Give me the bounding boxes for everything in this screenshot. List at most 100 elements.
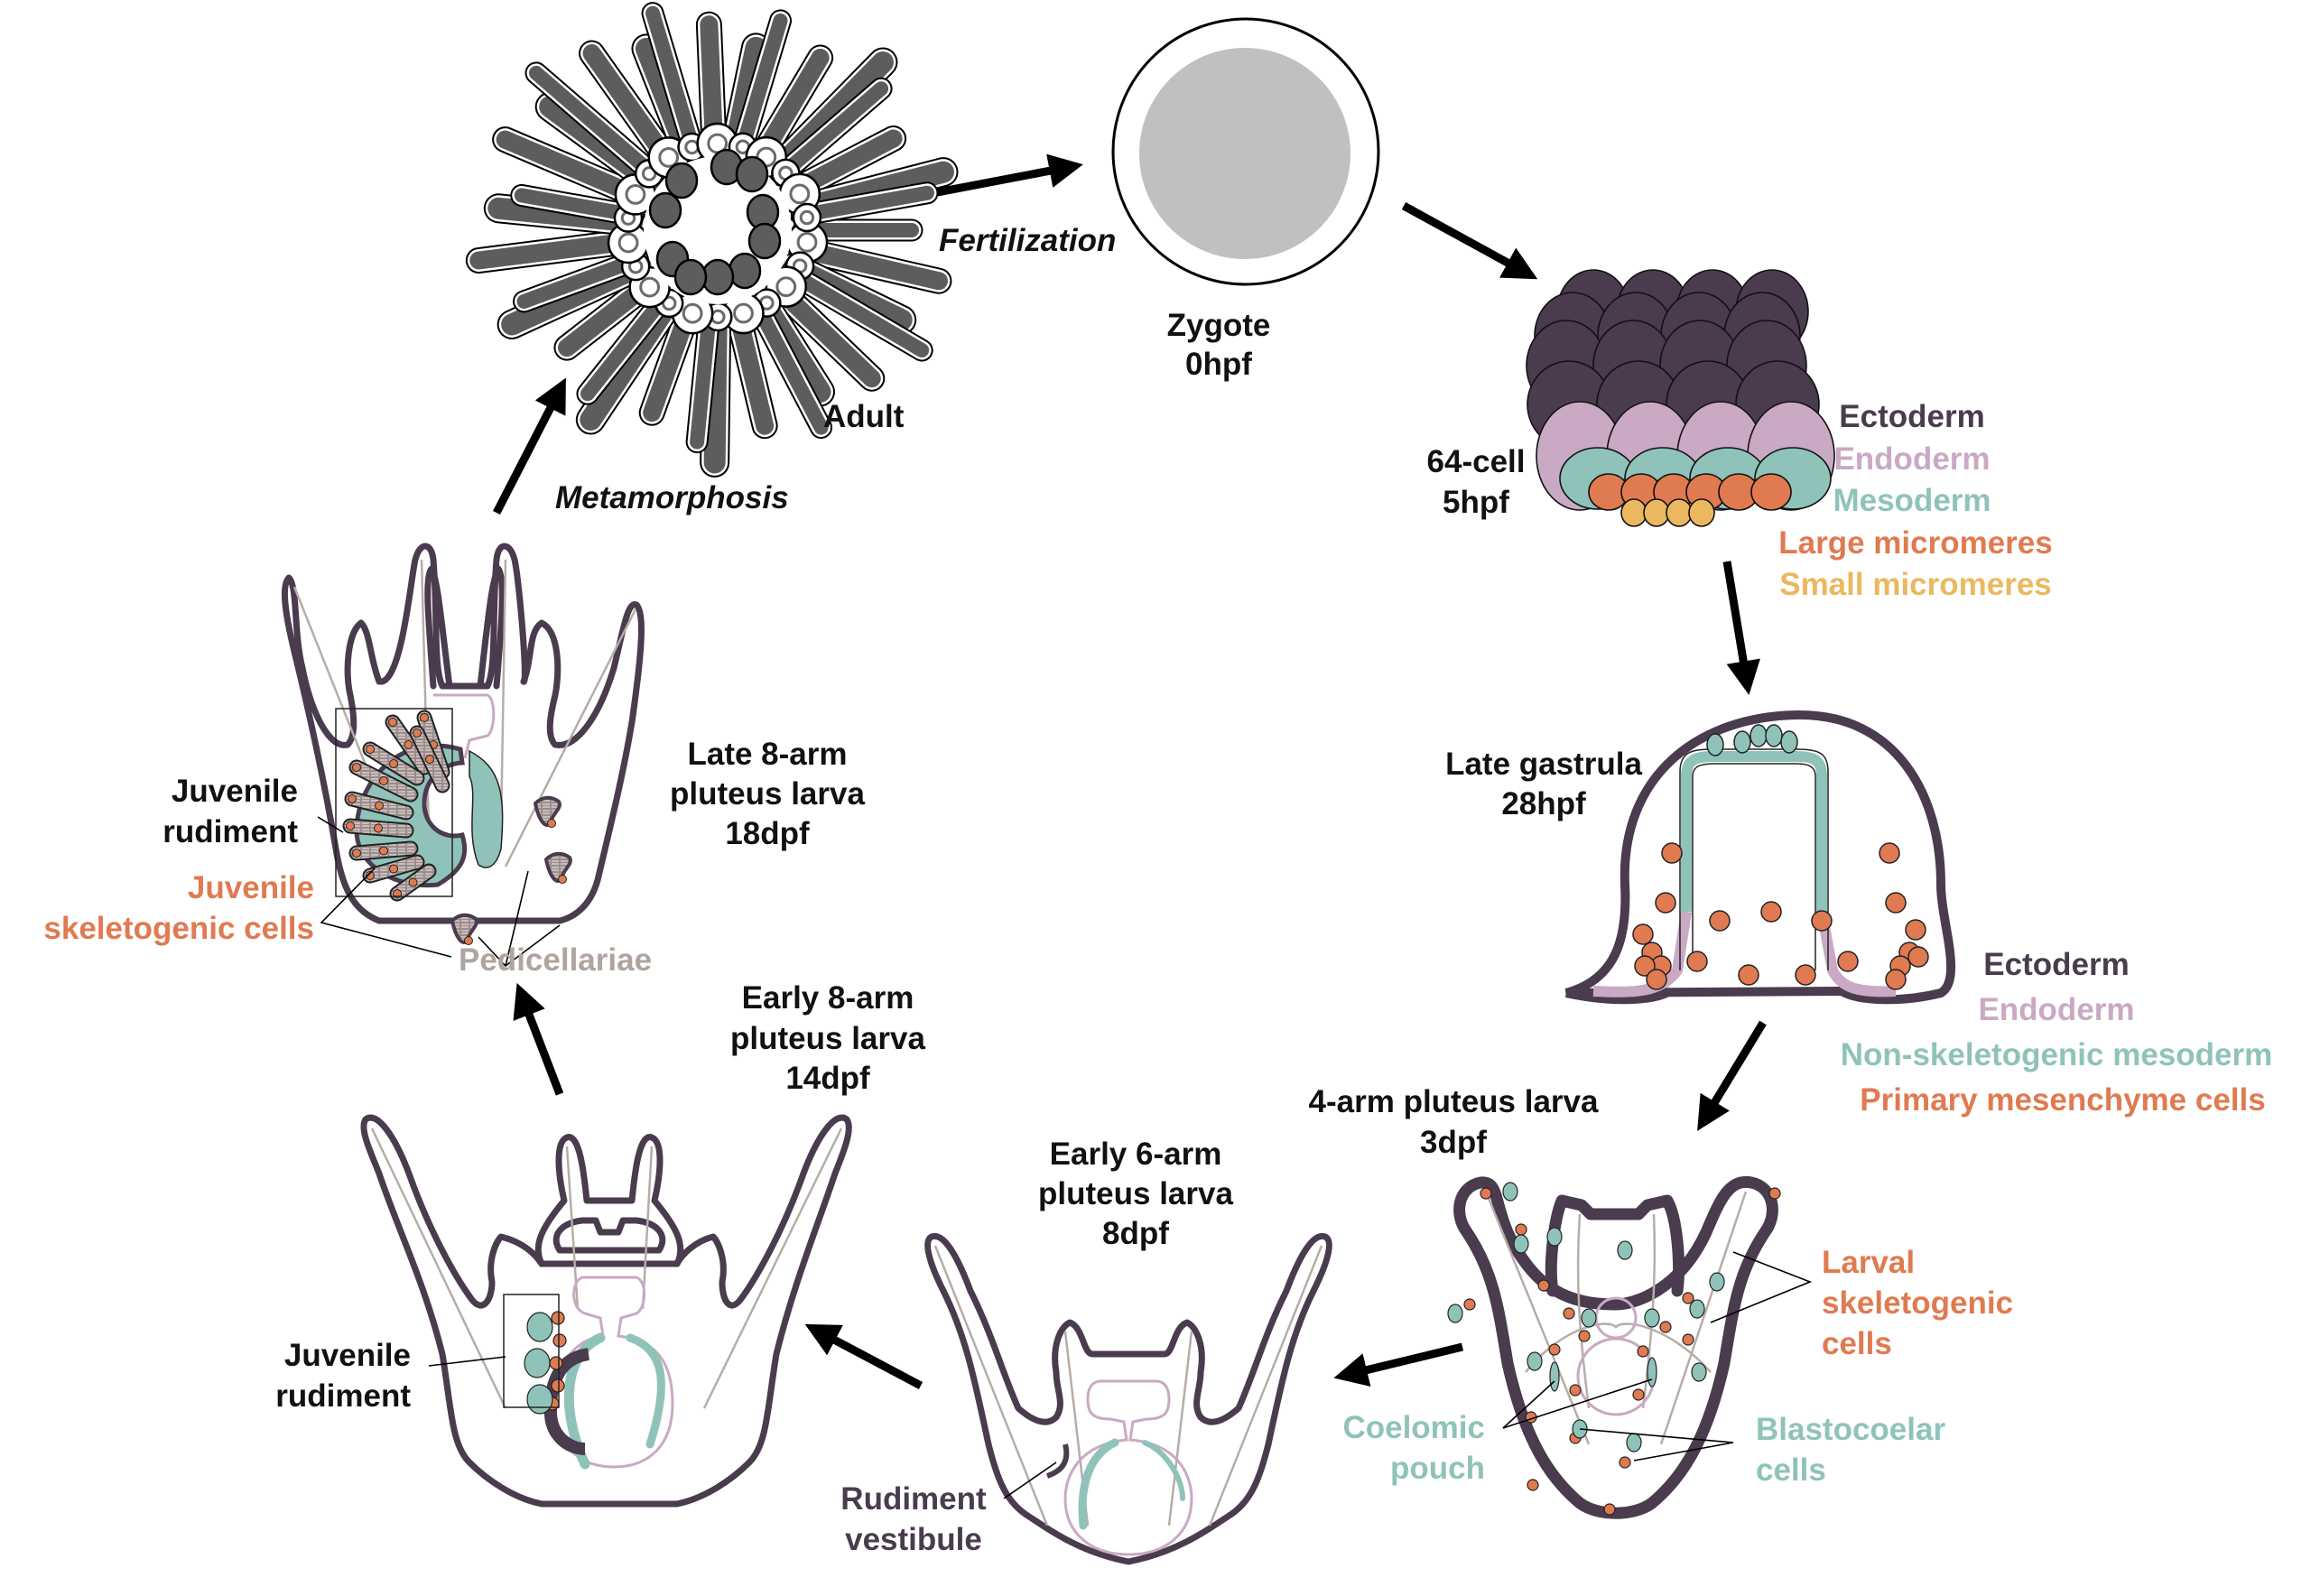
hydrocoel-lobe (526, 1312, 553, 1342)
arm6-gut (1063, 1379, 1193, 1556)
larval-skeletogenic-line1: Larval (1822, 1245, 1915, 1280)
larval-skeletogenic-cell (1515, 1223, 1527, 1236)
larval-skeletogenic-cell (1632, 1388, 1645, 1401)
juvenile-skeletogenic-cell (389, 759, 398, 768)
larval-skeletogenic-cell (1480, 1187, 1492, 1200)
spine (783, 265, 930, 358)
juvenile-skeletogenic-cell (366, 745, 375, 754)
spine (580, 288, 673, 402)
primary-mesenchyme-cell (1646, 969, 1667, 990)
blastocoelar-cell (1689, 1299, 1705, 1319)
leader-juvenile-rudiment-late (317, 816, 344, 833)
spine (528, 65, 662, 183)
legend-gastrula-nsm: Non-skeletogenic mesoderm (1841, 1037, 2272, 1072)
arrow-6arm-to-8arm-early (804, 1323, 923, 1389)
late-8-arm-pluteus-illustration (281, 543, 645, 945)
juvenile-skeletogenic-cell (346, 821, 355, 830)
juvenile-skeletogenic-cell (551, 1378, 565, 1393)
juvenile-skeletogenic-cell (374, 823, 383, 833)
juvenile-skeletogenic-cell (366, 871, 375, 880)
coelomic-line2: pouch (1390, 1451, 1485, 1486)
zygote-illustration (1111, 17, 1380, 286)
juvenile-skeletogenic-cell (348, 794, 357, 803)
larval-skeletogenic-cell (1768, 1187, 1781, 1200)
juvenile-rudiment-early-line2: rudiment (275, 1378, 411, 1414)
leader-rudiment-vestibule (1003, 1461, 1057, 1499)
tubercle-ring (733, 302, 754, 324)
legend-64cell-endoderm: Endoderm (1833, 441, 1990, 477)
nsm-cell (1749, 724, 1768, 747)
arm4-oral-hood (1545, 1194, 1685, 1297)
juvenile-rudiment-late-line2: rudiment (162, 814, 298, 849)
juvenile-skeletogenic-cell (388, 718, 397, 727)
larval-skeletogenic-cell (1682, 1333, 1694, 1346)
small-micromere (1688, 498, 1715, 527)
larval-skeletogenic-cell (1548, 1343, 1561, 1356)
blastocoelar-line1: Blastocoelar (1756, 1412, 1945, 1447)
primary-mesenchyme-cell (1879, 842, 1900, 864)
larval-skeletogenic-cell (1563, 1307, 1575, 1320)
tubercle-ring (799, 209, 815, 226)
legend-64cell-ectoderm: Ectoderm (1839, 399, 1984, 434)
arm8e-ectoderm (360, 1114, 852, 1508)
primary-mesenchyme-cell (1686, 951, 1708, 972)
label-64cell: 64-cell (1427, 444, 1526, 479)
larval-skeletogenic-cell (1527, 1479, 1539, 1491)
coelomic-pouch-right (1647, 1357, 1657, 1387)
juvenile-rudiment-late-line1: Juvenile (172, 774, 298, 809)
gonad (728, 252, 762, 290)
adult-sea-urchin-illustration (465, 2, 959, 478)
small-micromere (1666, 498, 1693, 527)
primary-mesenchyme-cell (1634, 955, 1656, 977)
primary-mesenchyme-cell (1661, 842, 1683, 864)
leader-juvenile-rudiment-early (428, 1356, 506, 1367)
rudiment-vestibule-line2: vestibule (845, 1522, 982, 1557)
arm8e-skeleton-rods (370, 1127, 843, 1409)
leader-blastocoelar (1579, 1428, 1734, 1461)
arm8l-rudiment-box (335, 708, 453, 897)
arm6-coelomic-pouch-right (1142, 1440, 1185, 1501)
larval-skeletogenic-cell (1537, 1279, 1550, 1292)
juvenile-skeletogenic-line2: skeletogenic cells (43, 911, 314, 946)
spine (794, 185, 934, 223)
nsm-cell (1733, 730, 1751, 754)
legend-gastrula: Ectoderm Endoderm Non-skeletogenic mesod… (1841, 947, 2272, 1118)
arrow-gastrula-to-4arm (1697, 1020, 1767, 1131)
tubercle-ring (682, 302, 703, 324)
arrow-adult-to-zygote (913, 153, 1083, 201)
nsm-cell (1706, 733, 1724, 756)
juvenile-skeletogenic-cell (379, 776, 388, 785)
blastocoelar-cell (1447, 1304, 1463, 1323)
label-pedicellariae: Pedicellariae (459, 942, 652, 978)
legend-gastrula-pmc: Primary mesenchyme cells (1860, 1082, 2265, 1118)
arrow-64cell-to-gastrula (1722, 561, 1760, 695)
tubercle-ring (639, 276, 661, 298)
label-8arm-early-line2: pluteus larva (730, 1021, 925, 1056)
tubercle-ring (775, 276, 797, 298)
tubercle-ring (625, 183, 646, 205)
larval-skeletogenic-cell (1463, 1298, 1476, 1311)
primary-mesenchyme-cell (1885, 892, 1907, 914)
arm4-skeleton-rods (1484, 1191, 1748, 1445)
zygote-cytoplasm (1139, 48, 1350, 259)
spine (748, 295, 829, 435)
blastocoelar-cell (1502, 1182, 1518, 1202)
spine (774, 81, 889, 183)
label-8arm-late-line1: Late 8-arm (687, 737, 847, 772)
juvenile-skeletogenic-cell (404, 740, 413, 749)
arm8l-gut (433, 693, 496, 759)
blastocoelar-cell (1709, 1272, 1725, 1292)
early-8-arm-pluteus-illustration (360, 1114, 852, 1508)
spine (733, 13, 788, 160)
label-zygote: Zygote (1167, 308, 1271, 343)
pedicellaria-cell (547, 819, 556, 828)
gonad (673, 258, 708, 296)
gastrula-ectoderm (1564, 710, 1956, 1005)
juvenile-skeletogenic-cell (379, 846, 388, 856)
tubercle-ring (658, 147, 680, 168)
pedicellaria (533, 795, 562, 827)
label-metamorphosis: Metamorphosis (555, 480, 789, 515)
early-6-arm-pluteus-illustration (924, 1232, 1332, 1565)
